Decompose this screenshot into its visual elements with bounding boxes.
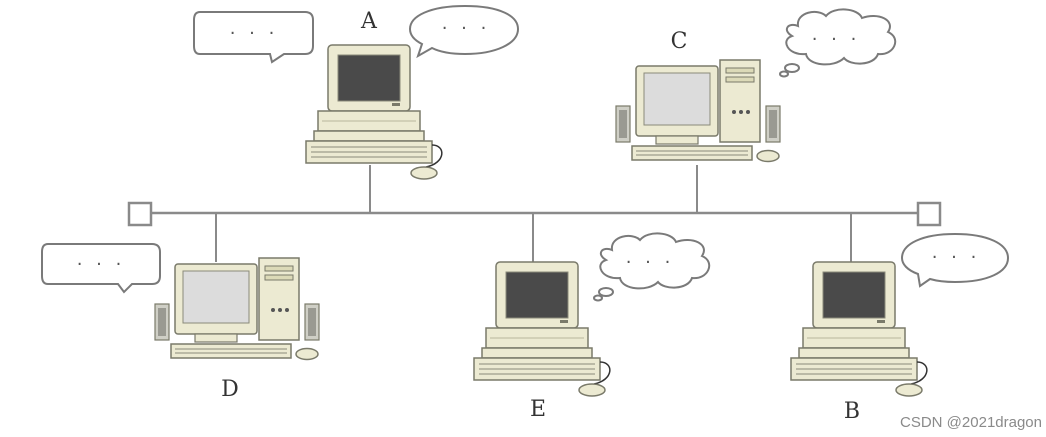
- node-label-e: E: [530, 397, 546, 422]
- computer-icon: [615, 59, 781, 163]
- computer-icon: [790, 261, 928, 397]
- bubble-text: · · ·: [812, 29, 861, 50]
- speech-bubble: [193, 11, 314, 64]
- watermark: CSDN @2021dragon: [900, 414, 1042, 431]
- bubble-text: · · ·: [77, 254, 126, 275]
- node-label-a: A: [360, 9, 378, 34]
- node-label-c: C: [671, 29, 688, 54]
- node-a: A · · · · · ·: [193, 4, 520, 180]
- node-label-b: B: [844, 399, 860, 424]
- bus: [127, 165, 942, 262]
- speech-bubble: [41, 243, 161, 294]
- node-c: C · · ·: [615, 8, 897, 163]
- bubble-text: · · ·: [626, 252, 675, 273]
- bubble-text: · · ·: [932, 247, 981, 268]
- node-label-d: D: [221, 377, 239, 402]
- node-e: E · · ·: [473, 232, 711, 422]
- speech-bubble: [900, 232, 1010, 288]
- node-d: D · · ·: [41, 243, 320, 402]
- bus-terminator-left: [127, 201, 153, 227]
- bus-terminator-right: [916, 201, 942, 227]
- computer-icon: [305, 44, 443, 180]
- computer-icon: [154, 257, 320, 361]
- node-b: B · · ·: [790, 232, 1010, 424]
- bubble-text: · · ·: [442, 18, 491, 39]
- bubble-text: · · ·: [230, 23, 279, 44]
- speech-bubble: [408, 4, 520, 59]
- computer-icon: [473, 261, 611, 397]
